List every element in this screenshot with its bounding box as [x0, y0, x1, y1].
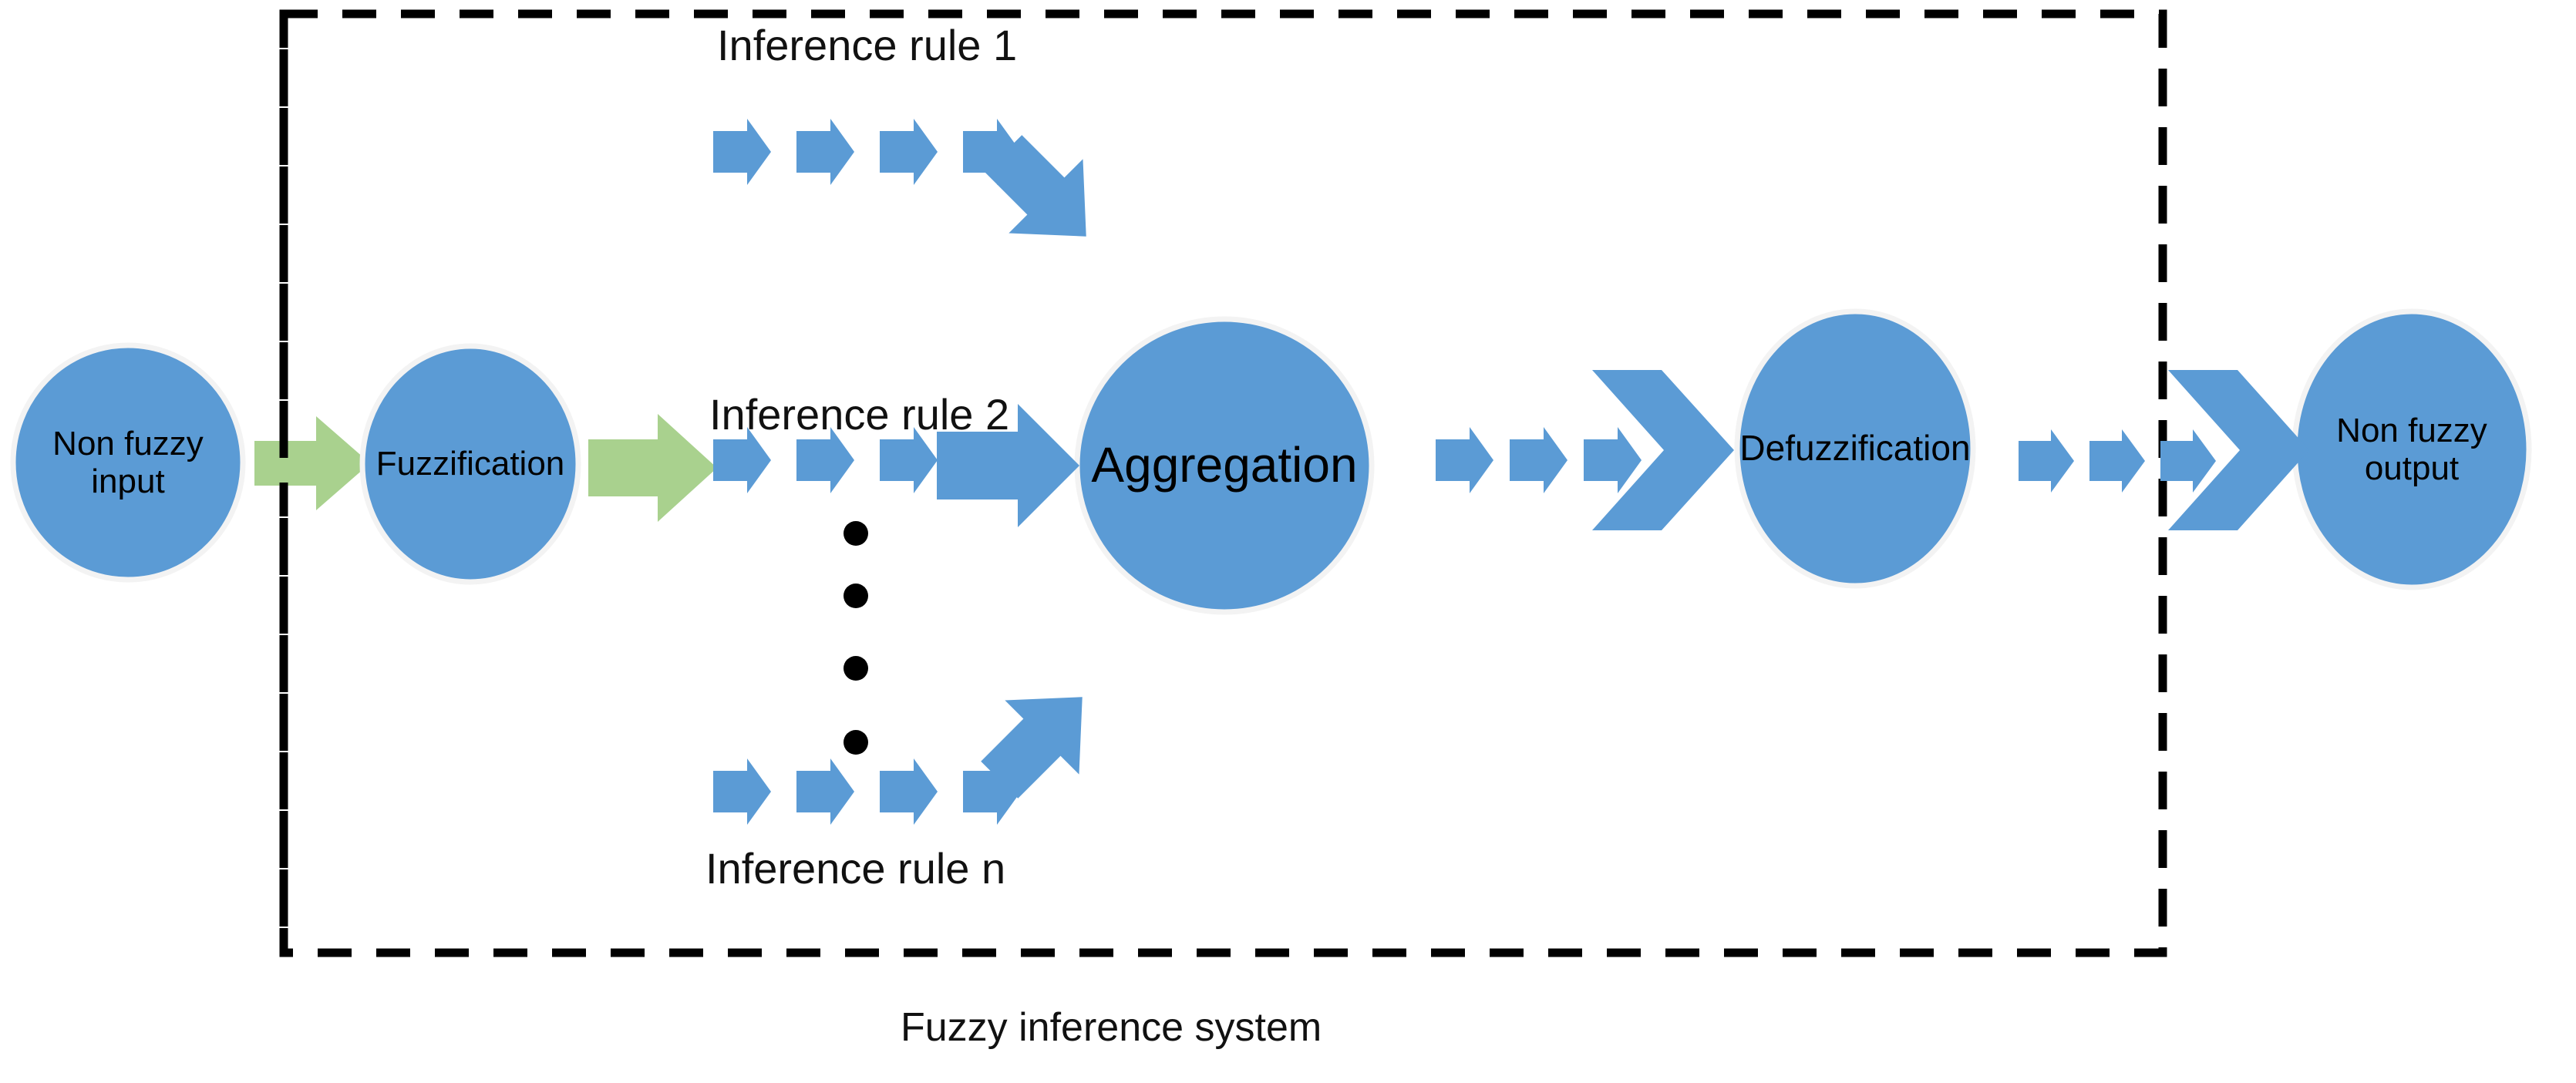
small-arrows-rule-1	[713, 119, 1021, 185]
node-aggregation[interactable]	[1074, 316, 1375, 615]
small-arrows-rule-n	[713, 758, 1021, 825]
rule-label-inference-rule-2: Inference rule 2	[709, 390, 1010, 439]
node-non-fuzzy-output[interactable]	[2291, 308, 2532, 590]
chevron-aggregation-to-defuzzification	[1592, 370, 1734, 530]
small-arrows-aggregation-to-defuzzification	[1436, 427, 1642, 493]
green-arrow-input-to-fuzzification	[254, 416, 370, 510]
node-non-fuzzy-input[interactable]	[10, 342, 246, 583]
vertical-ellipsis	[844, 521, 868, 755]
rule-label-inference-rule-1: Inference rule 1	[717, 21, 1018, 69]
small-arrows-rule-2	[713, 427, 938, 493]
green-arrow-fuzzification-to-rules	[588, 414, 717, 522]
rule-label-inference-rule-n: Inference rule n	[705, 844, 1006, 893]
big-arrow-rule-1-to-aggregation	[985, 135, 1086, 237]
node-fuzzification[interactable]	[359, 343, 581, 585]
big-arrow-rule-n-to-aggregation	[981, 697, 1083, 799]
big-arrow-rule-2-to-aggregation	[937, 404, 1079, 527]
diagram-caption: Fuzzy inference system	[901, 1005, 1322, 1050]
small-arrows-defuzzification-to-output	[2019, 429, 2216, 493]
node-defuzzification[interactable]	[1734, 308, 1976, 589]
chevron-defuzzification-to-output	[2168, 370, 2309, 530]
